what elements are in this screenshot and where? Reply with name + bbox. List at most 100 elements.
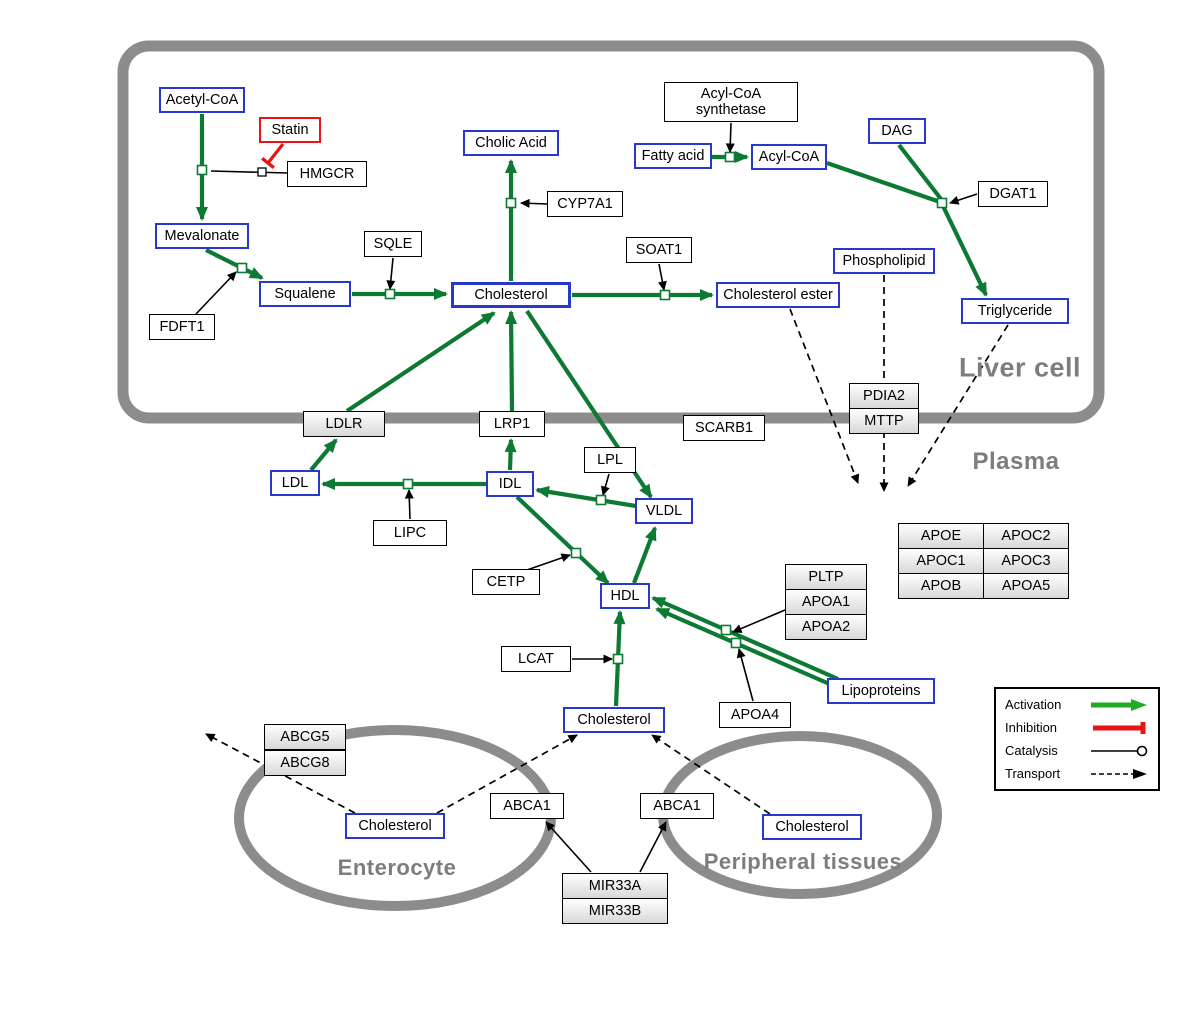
node-cholesterol-ester[interactable]: Cholesterol ester [716, 282, 840, 308]
node-phospholipid[interactable]: Phospholipid [833, 248, 935, 274]
edge-hdl-vldl [632, 526, 657, 584]
legend-catalysis-label: Catalysis [1005, 743, 1058, 758]
node-hmgcr[interactable]: HMGCR [287, 161, 367, 187]
anchor [384, 288, 396, 300]
node-fatty-acid[interactable]: Fatty acid [634, 143, 712, 169]
legend-inhibition-label: Inhibition [1005, 720, 1058, 735]
edge-vldl-idl [535, 485, 637, 509]
catalysis-lipc [404, 489, 414, 520]
peripheral-tissues-label: Peripheral tissues [703, 849, 903, 874]
legend-transport: Transport [1005, 765, 1149, 782]
node-dgat1[interactable]: DGAT1 [978, 181, 1048, 207]
node-statin[interactable]: Statin [259, 117, 321, 143]
node-acyl-coa-synthetase[interactable]: Acyl-CoA synthetase [664, 82, 798, 122]
node-mir33b[interactable]: MIR33B [562, 898, 668, 924]
node-cholesterol-liver[interactable]: Cholesterol [451, 282, 571, 308]
catalysis-circle-icon [1091, 745, 1148, 756]
catalysis-dgat1 [949, 193, 978, 205]
node-abca1-peripheral[interactable]: ABCA1 [640, 793, 714, 819]
catalysis-fdft1 [195, 271, 237, 315]
node-squalene[interactable]: Squalene [259, 281, 351, 307]
edge-idl-lrp1 [504, 438, 517, 471]
catalysis-acylcoa-synthetase [725, 122, 735, 153]
node-abcg5[interactable]: ABCG5 [264, 724, 346, 750]
edge-ldl-ldlr [309, 438, 338, 472]
anchor [612, 653, 624, 665]
node-acetyl-coa[interactable]: Acetyl-CoA [159, 87, 245, 113]
node-idl[interactable]: IDL [486, 471, 534, 497]
node-cholesterol-enterocyte[interactable]: Cholesterol [345, 813, 445, 839]
anchor [659, 289, 671, 301]
node-lpl[interactable]: LPL [584, 447, 636, 473]
legend: Activation Inhibition Catalysis Transpor… [994, 687, 1160, 791]
legend-catalysis: Catalysis [1005, 742, 1149, 759]
node-apoc1[interactable]: APOC1 [898, 548, 984, 574]
node-cholesterol-plasma[interactable]: Cholesterol [563, 707, 665, 733]
node-lcat[interactable]: LCAT [501, 646, 571, 672]
node-scarb1[interactable]: SCARB1 [683, 415, 765, 441]
catalysis-lpl [601, 473, 610, 496]
enterocyte-label: Enterocyte [337, 855, 457, 880]
transport-triglyceride-to-plasma [907, 324, 1009, 487]
edge-lipoproteins-hdl-1 [651, 596, 839, 681]
node-abca1-enterocyte[interactable]: ABCA1 [490, 793, 564, 819]
node-lipoproteins[interactable]: Lipoproteins [827, 678, 935, 704]
node-apoc3[interactable]: APOC3 [983, 548, 1069, 574]
legend-activation: Activation [1005, 696, 1149, 713]
legend-activation-label: Activation [1005, 697, 1062, 712]
inhibition-statin-hmgcr [261, 143, 285, 169]
transport-enterocyte-cholesterol-to-plasma [436, 734, 578, 814]
node-abcg8[interactable]: ABCG8 [264, 750, 346, 776]
node-hdl[interactable]: HDL [600, 583, 650, 609]
anchor [236, 262, 248, 274]
transport-cholesterol-ester-to-plasma [789, 308, 860, 484]
node-triglyceride[interactable]: Triglyceride [961, 298, 1069, 324]
catalysis-hmgcr [210, 170, 289, 174]
node-soat1[interactable]: SOAT1 [626, 237, 692, 263]
node-apoa4[interactable]: APOA4 [719, 702, 791, 728]
edge-mevalonate-squalene [205, 248, 264, 280]
catalysis-apoa4 [736, 648, 754, 702]
node-ldlr[interactable]: LDLR [303, 411, 385, 437]
node-apoa5[interactable]: APOA5 [983, 573, 1069, 599]
node-lipc[interactable]: LIPC [373, 520, 447, 546]
node-ldl[interactable]: LDL [270, 470, 320, 496]
catalysis-cetp [523, 553, 571, 572]
node-mttp[interactable]: MTTP [849, 408, 919, 434]
node-apoe[interactable]: APOE [898, 523, 984, 549]
anchor [570, 547, 582, 559]
node-vldl[interactable]: VLDL [635, 498, 693, 524]
node-mir33a[interactable]: MIR33A [562, 873, 668, 899]
node-apoc2[interactable]: APOC2 [983, 523, 1069, 549]
node-acyl-coa[interactable]: Acyl-CoA [751, 144, 827, 170]
anchor [730, 637, 742, 649]
node-cetp[interactable]: CETP [472, 569, 540, 595]
node-apoa1[interactable]: APOA1 [785, 589, 867, 615]
catalysis-soat1 [657, 263, 667, 291]
anchor [724, 151, 736, 163]
node-cholesterol-peripheral[interactable]: Cholesterol [762, 814, 862, 840]
node-cholic-acid[interactable]: Cholic Acid [463, 130, 559, 156]
anchor [595, 494, 607, 506]
regulation-mir33-abca1-left [545, 821, 592, 873]
anchor [196, 164, 208, 176]
legend-transport-label: Transport [1005, 766, 1061, 781]
node-lrp1[interactable]: LRP1 [479, 411, 545, 437]
node-sqle[interactable]: SQLE [364, 231, 422, 257]
node-pltp[interactable]: PLTP [785, 564, 867, 590]
node-mevalonate[interactable]: Mevalonate [155, 223, 249, 249]
anchor [505, 197, 517, 209]
catalysis-pltp-apoa1-apoa2 [732, 609, 786, 633]
node-cyp7a1[interactable]: CYP7A1 [547, 191, 623, 217]
node-fdft1[interactable]: FDFT1 [149, 314, 215, 340]
node-apoa2[interactable]: APOA2 [785, 614, 867, 640]
anchor [720, 624, 732, 636]
node-dag[interactable]: DAG [868, 118, 926, 144]
node-pdia2[interactable]: PDIA2 [849, 383, 919, 409]
edge-ldlr-cholesterol [345, 311, 496, 413]
liver-cell-membrane [117, 40, 1105, 424]
node-apob[interactable]: APOB [898, 573, 984, 599]
catalysis-cyp7a1 [520, 198, 548, 208]
